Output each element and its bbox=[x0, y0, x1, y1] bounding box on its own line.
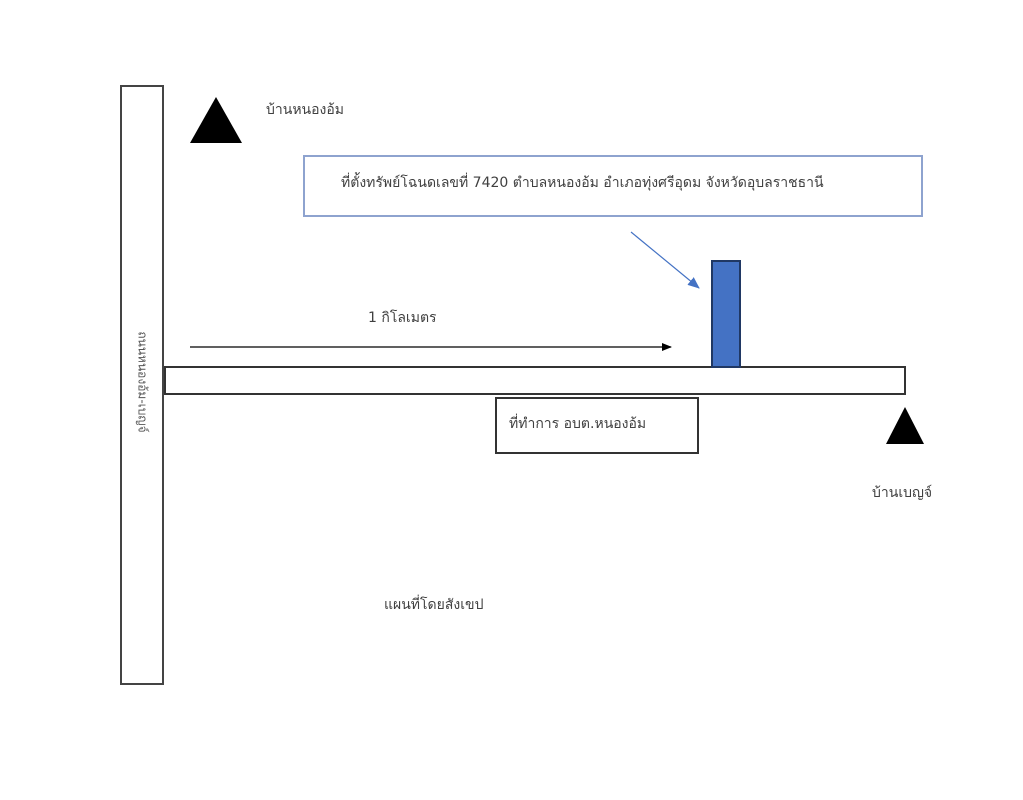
village-label-nong-om: บ้านหนองอ้ม bbox=[266, 102, 344, 118]
triangle-icon bbox=[886, 407, 924, 444]
property-marker bbox=[711, 260, 741, 368]
village-label-benja: บ้านเบญจ์ bbox=[872, 485, 933, 501]
horizontal-road bbox=[164, 366, 906, 395]
callout-text: ที่ตั้งทรัพย์โฉนดเลขที่ 7420 ตำบลหนองอ้ม… bbox=[341, 175, 824, 191]
vertical-road bbox=[120, 85, 164, 685]
office-box: ที่ทำการ อบต.หนองอ้ม bbox=[495, 397, 699, 454]
office-label: ที่ทำการ อบต.หนองอ้ม bbox=[509, 416, 647, 432]
property-location-callout: ที่ตั้งทรัพย์โฉนดเลขที่ 7420 ตำบลหนองอ้ม… bbox=[303, 155, 923, 217]
triangle-icon bbox=[190, 97, 242, 143]
map-title: แผนที่โดยสังเขป bbox=[384, 597, 484, 613]
distance-label: 1 กิโลเมตร bbox=[368, 310, 437, 326]
callout-arrow bbox=[630, 231, 700, 289]
vertical-road-label: ถนนหนองอ้ม-เบญจ์ bbox=[135, 331, 150, 433]
